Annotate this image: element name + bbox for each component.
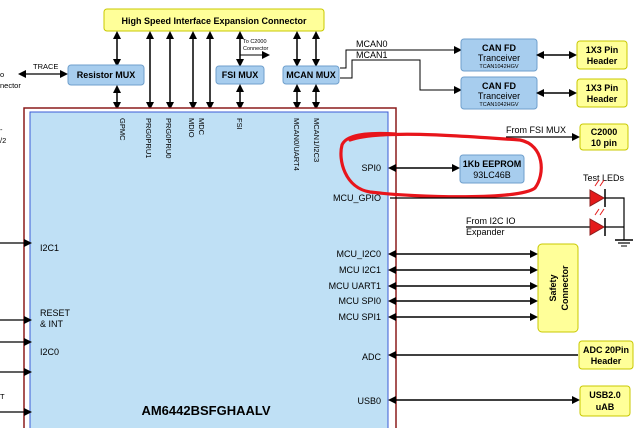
from-i2c-label-2: Expander xyxy=(466,227,505,237)
partial-label-to: o xyxy=(0,70,4,79)
eeprom-line1: 1Kb EEPROM xyxy=(463,159,522,169)
usb-connector-line2: uAB xyxy=(596,402,615,412)
pin-header-2-box xyxy=(576,78,628,108)
led-1-icon xyxy=(589,189,606,207)
adc-header-line2: Header xyxy=(591,356,622,366)
pin-label-prg0pru0: PRG0PRU0 xyxy=(164,118,173,158)
pin-label-mdc: MDC xyxy=(197,118,206,136)
pin-label-prg0pru1: PRG0PRU1 xyxy=(144,118,153,158)
pin-label-mcu-uart1: MCU UART1 xyxy=(329,281,381,291)
pin-label-mcan1-i2c3: MCAN1/I2C3 xyxy=(312,118,321,162)
to-c2000-label-2: Connector xyxy=(243,46,269,52)
partial-label-1: - xyxy=(0,125,3,134)
pin-label-mcu-i2c1: MCU I2C1 xyxy=(339,265,381,275)
c2000-header-line2: 10 pin xyxy=(591,138,617,148)
mcan-mux-box xyxy=(282,65,340,85)
test-leds-label: Test LEDs xyxy=(583,173,625,183)
eeprom-box xyxy=(459,154,525,184)
expansion-connector-label: High Speed Interface Expansion Connector xyxy=(121,16,307,26)
pin-label-mcu-i2c0: MCU_I2C0 xyxy=(336,249,381,259)
resistor-mux-label: Resistor MUX xyxy=(77,70,136,80)
partial-label-3: T xyxy=(0,392,5,401)
pin-label-mdio: MDIO xyxy=(187,118,196,138)
pin-label-mcu-spi1: MCU SPI1 xyxy=(338,312,381,322)
pin-header-2-line1: 1X3 Pin xyxy=(586,83,619,93)
from-fsi-mux-label: From FSI MUX xyxy=(506,125,566,135)
pin-label-usb0: USB0 xyxy=(357,396,381,406)
adc-header-line1: ADC 20Pin xyxy=(583,345,629,355)
pin-label-mcu-gpio: MCU_GPIO xyxy=(333,193,381,203)
can-transceiver-1-title1: CAN FD xyxy=(482,43,516,53)
mcan0-label: MCAN0 xyxy=(356,39,388,49)
trace-label: TRACE xyxy=(33,62,58,71)
can-transceiver-2-title1: CAN FD xyxy=(482,81,516,91)
adc-header-box xyxy=(578,340,634,370)
pin-label-i2c1: I2C1 xyxy=(40,243,59,253)
can-transceiver-2-part: TCAN1042HGV xyxy=(479,102,518,108)
highlight-circle xyxy=(339,131,543,199)
safety-connector-line2: Connector xyxy=(560,265,570,310)
chip-body xyxy=(29,111,389,428)
pin-header-1-box xyxy=(576,40,628,70)
partial-label-2: /2 xyxy=(0,136,6,145)
can-transceiver-1-part: TCAN1042HGV xyxy=(479,64,518,70)
mcan1-label: MCAN1 xyxy=(356,50,388,60)
mcan-mux-label: MCAN MUX xyxy=(286,70,336,80)
pin-label-i2c0: I2C0 xyxy=(40,347,59,357)
eeprom-line2: 93LC46B xyxy=(473,170,511,180)
pin-header-2-line2: Header xyxy=(587,94,618,104)
fsi-mux-label: FSI MUX xyxy=(222,70,259,80)
pin-header-1-line2: Header xyxy=(587,56,618,66)
chip-name: AM6442BSFGHAALV xyxy=(141,403,270,418)
resistor-mux-box xyxy=(67,64,145,86)
c2000-header-line1: C2000 xyxy=(591,127,618,137)
can-transceiver-2-title2: Tranceiver xyxy=(478,91,520,101)
pin-label-int: & INT xyxy=(40,319,64,329)
to-c2000-label-1: To C2000 xyxy=(243,39,267,45)
pin-label-mcan0-uart4: MCAN0/UART4 xyxy=(292,118,301,171)
can-transceiver-1-title2: Tranceiver xyxy=(478,53,520,63)
safety-connector-line1: Safety xyxy=(548,274,558,301)
from-i2c-label-1: From I2C IO xyxy=(466,216,516,226)
safety-connector-box xyxy=(537,243,579,333)
partial-label-connector: nector xyxy=(0,81,21,90)
pin-label-spi0: SPI0 xyxy=(361,163,381,173)
pin-label-fsi: FSI xyxy=(235,118,244,130)
pin-label-reset: RESET xyxy=(40,308,71,318)
usb-connector-line1: USB2.0 xyxy=(589,390,621,400)
usb-connector-box xyxy=(579,385,631,417)
pin-label-adc: ADC xyxy=(362,352,382,362)
c2000-header-box xyxy=(579,123,629,151)
pin-label-mcu-spi0: MCU SPI0 xyxy=(338,296,381,306)
pin-label-gpmc: GPMC xyxy=(118,118,127,141)
pin-header-1-line1: 1X3 Pin xyxy=(586,45,619,55)
led-2-icon xyxy=(589,218,606,236)
expansion-connector-box xyxy=(103,8,325,32)
